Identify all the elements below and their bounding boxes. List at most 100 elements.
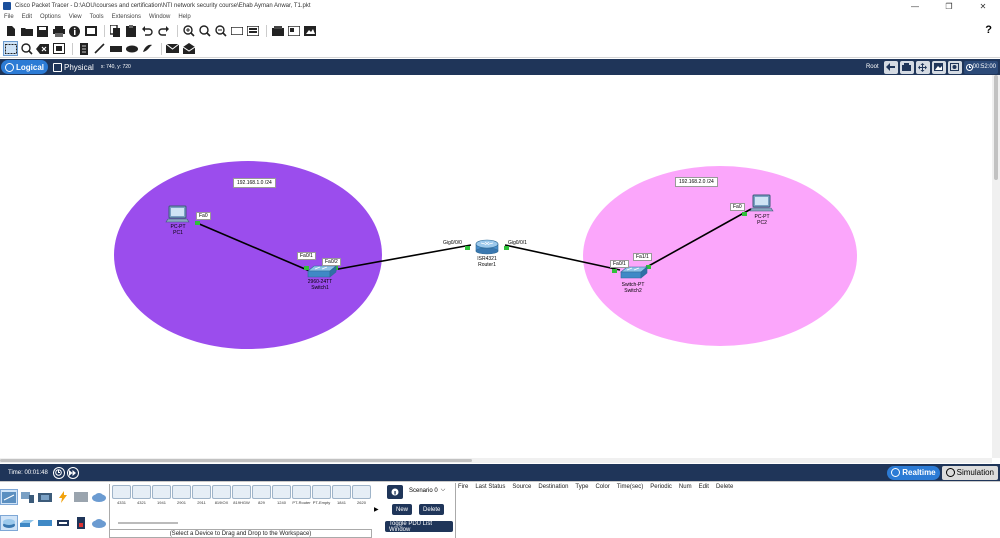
- select-tool-icon[interactable]: [3, 41, 18, 56]
- draw-rectangle-icon[interactable]: [109, 42, 122, 55]
- device-model-item[interactable]: 819IOX: [212, 485, 231, 505]
- delete-scenario-button[interactable]: Delete: [419, 504, 445, 515]
- pc2-icon[interactable]: [749, 194, 774, 212]
- device-model-item[interactable]: 829: [252, 485, 271, 505]
- connections-category-icon[interactable]: [55, 490, 71, 504]
- undo-icon[interactable]: [141, 25, 154, 38]
- menu-window[interactable]: Window: [148, 14, 171, 20]
- new-file-icon[interactable]: [4, 25, 17, 38]
- physical-tab[interactable]: Physical: [49, 60, 98, 74]
- pdu-panel-toggle-arrow[interactable]: ▶: [374, 507, 379, 513]
- menu-extensions[interactable]: Extensions: [111, 14, 141, 20]
- menu-view[interactable]: View: [68, 14, 82, 20]
- open-folder-icon[interactable]: [20, 25, 33, 38]
- link-switch2-pc2[interactable]: [644, 208, 752, 269]
- power-cycle-devices-icon[interactable]: [52, 466, 65, 479]
- pdu-column-header[interactable]: Fire: [458, 484, 469, 490]
- pdu-column-header[interactable]: Last Status: [475, 484, 506, 490]
- switch1-label[interactable]: 2960-24TT Switch1: [303, 279, 337, 291]
- pc2-label[interactable]: PC-PT PC2: [747, 214, 777, 226]
- help-icon[interactable]: ?: [985, 24, 992, 36]
- move-object-icon[interactable]: [915, 60, 930, 74]
- switch2-icon[interactable]: [620, 266, 648, 279]
- router1-label[interactable]: ISR4321 Router1: [470, 256, 504, 268]
- drawing-palette-icon[interactable]: [230, 25, 243, 38]
- delete-tool-icon[interactable]: [36, 42, 49, 55]
- network-area-192-168-2-0[interactable]: [583, 166, 857, 346]
- environment-clock[interactable]: 00:52:00: [963, 60, 998, 74]
- pdu-column-header[interactable]: Source: [512, 484, 532, 490]
- menu-edit[interactable]: Edit: [21, 14, 33, 20]
- device-model-item[interactable]: PT-Empty: [312, 485, 331, 505]
- switches-category-icon[interactable]: [19, 516, 35, 530]
- pdu-column-header[interactable]: Delete: [715, 484, 734, 490]
- draw-line-icon[interactable]: [93, 42, 106, 55]
- inspect-tool-icon[interactable]: [20, 42, 33, 55]
- realtime-tab[interactable]: Realtime: [887, 465, 940, 480]
- draw-ellipse-icon[interactable]: [125, 42, 138, 55]
- device-model-item[interactable]: 1841: [332, 485, 351, 505]
- menu-file[interactable]: File: [4, 14, 14, 20]
- toggle-pdu-list-button[interactable]: Toggle PDU List Window: [385, 521, 453, 533]
- logical-tab[interactable]: Logical: [1, 60, 49, 74]
- activity-wizard-icon[interactable]: [84, 25, 97, 38]
- end-devices-category-icon[interactable]: [19, 490, 35, 504]
- close-button[interactable]: ✕: [979, 1, 987, 11]
- pc1-icon[interactable]: [165, 205, 190, 223]
- resize-tool-icon[interactable]: [52, 42, 65, 55]
- menu-help[interactable]: Help: [178, 14, 191, 20]
- zoom-in-icon[interactable]: [182, 25, 195, 38]
- scenario-info-icon[interactable]: [387, 485, 403, 499]
- network-area-192-168-1-0[interactable]: [114, 161, 382, 349]
- device-model-item[interactable]: PT-Router: [292, 485, 311, 505]
- security-category-icon[interactable]: [73, 516, 89, 530]
- custom-device-dialog-icon[interactable]: [246, 25, 259, 38]
- redo-icon[interactable]: [157, 25, 170, 38]
- network-devices-category-icon[interactable]: [0, 489, 18, 505]
- scenario-select[interactable]: Scenario 0 ⌵: [409, 487, 445, 494]
- paste-icon[interactable]: [125, 25, 138, 38]
- set-tiled-background-icon[interactable]: [931, 60, 946, 74]
- device-model-item[interactable]: 2901: [172, 485, 191, 505]
- info-icon[interactable]: [68, 25, 81, 38]
- zoom-out-icon[interactable]: [214, 25, 227, 38]
- copy-icon[interactable]: [109, 25, 122, 38]
- device-model-item[interactable]: 1240: [272, 485, 291, 505]
- zoom-reset-icon[interactable]: [198, 25, 211, 38]
- link-router1-switch2[interactable]: [504, 244, 621, 271]
- viewport-icon[interactable]: [947, 60, 962, 74]
- fast-forward-time-icon[interactable]: [66, 466, 79, 479]
- freeform-icon[interactable]: [141, 42, 154, 55]
- pc1-label[interactable]: PC-PT PC1: [163, 224, 193, 236]
- device-model-item[interactable]: 2620: [352, 485, 371, 505]
- scrollbar-thumb[interactable]: [0, 459, 472, 462]
- image-icon[interactable]: [303, 25, 316, 38]
- multiuser-category-icon[interactable]: [91, 490, 107, 504]
- miscellaneous-category-icon[interactable]: [73, 490, 89, 504]
- device-list-scrollbar[interactable]: [118, 522, 178, 524]
- link-switch1-router1[interactable]: [332, 244, 472, 271]
- pdu-column-header[interactable]: Time(sec): [616, 484, 644, 490]
- simulation-tab[interactable]: Simulation: [941, 465, 998, 480]
- pdu-column-header[interactable]: Periodic: [650, 484, 672, 490]
- device-model-item[interactable]: 1941: [152, 485, 171, 505]
- pdu-column-header[interactable]: Num: [678, 484, 692, 490]
- wan-emulation-category-icon[interactable]: [91, 516, 107, 530]
- maximize-button[interactable]: ❐: [945, 1, 953, 11]
- print-icon[interactable]: [52, 25, 65, 38]
- switch1-icon[interactable]: [307, 265, 337, 278]
- new-scenario-button[interactable]: New: [392, 504, 413, 515]
- wireless-devices-category-icon[interactable]: [55, 516, 71, 530]
- new-cluster-icon[interactable]: [899, 60, 914, 74]
- pdu-column-header[interactable]: Destination: [538, 484, 569, 490]
- pdu-column-header[interactable]: Type: [575, 484, 589, 490]
- network-label-2[interactable]: 192.168.2.0 /24: [675, 177, 718, 187]
- menu-options[interactable]: Options: [40, 14, 61, 20]
- logical-workspace[interactable]: 192.168.1.0 /24 192.168.2.0 /24 Fa0 Fa0/…: [0, 75, 992, 458]
- device-model-item[interactable]: 4331: [112, 485, 131, 505]
- link-pc1-switch1[interactable]: [196, 222, 313, 273]
- pdu-column-header[interactable]: Color: [595, 484, 610, 490]
- switch2-label[interactable]: Switch-PT Switch2: [616, 282, 650, 294]
- cluster-icon[interactable]: [287, 25, 300, 38]
- add-simple-pdu-icon[interactable]: [166, 42, 179, 55]
